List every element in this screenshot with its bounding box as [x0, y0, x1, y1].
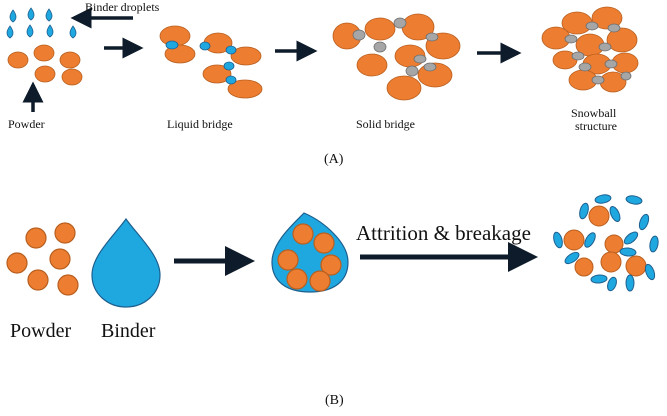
solid-bridge	[571, 51, 585, 61]
powder-particle	[386, 75, 422, 101]
powder-particle	[54, 222, 76, 244]
binder-droplet	[9, 9, 17, 23]
powder-particle	[57, 274, 79, 296]
powder-particle	[7, 51, 29, 69]
powder-particle	[286, 268, 308, 290]
solid-bridge	[585, 21, 599, 31]
panel-a-label: (A)	[324, 152, 344, 167]
powder-particles-group	[7, 44, 83, 86]
broken-fragments	[553, 194, 659, 292]
solid-bridge	[413, 54, 427, 64]
solid-bridge	[405, 65, 419, 77]
solid-bridge	[604, 59, 618, 69]
powder-particle	[33, 44, 55, 62]
solid-bridge-stage: Solid bridge	[332, 13, 461, 131]
powder-particle	[574, 257, 594, 277]
binder-droplet	[45, 8, 53, 22]
liquid-bridge	[223, 61, 235, 71]
powder-particle	[591, 6, 623, 30]
liquid-bridge	[165, 40, 179, 50]
binder-fragment	[590, 274, 608, 284]
binder-fragment	[625, 274, 635, 292]
solid-bridge	[352, 29, 366, 41]
powder-label: Powder	[8, 117, 45, 131]
snowball-structure-stage: Snowball structure	[541, 6, 639, 133]
powder-particles-group	[6, 222, 79, 296]
powder-particle	[164, 44, 196, 64]
solid-bridge	[425, 32, 439, 42]
binder-label: Binder	[101, 320, 156, 342]
powder-particle	[356, 53, 388, 77]
binder-fragment	[609, 206, 621, 222]
powder-particle	[202, 64, 232, 84]
powder-particle	[606, 27, 638, 53]
liquid-bridge	[225, 45, 237, 55]
solid-bridge	[607, 23, 621, 33]
binder-fragment	[619, 247, 637, 257]
powder-particle	[61, 68, 83, 86]
attrition-label: Attrition & breakage	[356, 221, 531, 245]
binder-fragment	[623, 231, 639, 245]
solid-bridge	[598, 42, 612, 52]
powder-particle	[364, 17, 396, 41]
powder-particle	[49, 248, 71, 270]
binder-fragment	[649, 235, 659, 253]
liquid-bridge	[199, 41, 211, 51]
binder-fragment	[644, 263, 656, 281]
liquid-bridge-stage: Liquid bridge	[159, 25, 263, 131]
solid-bridge	[373, 41, 387, 53]
stage-label-solid-bridge: Solid bridge	[356, 117, 415, 131]
powder-particle	[563, 229, 585, 251]
powder-particle	[27, 269, 49, 291]
binder-fragment	[638, 213, 650, 231]
binder-droplets-group	[6, 7, 77, 39]
solid-bridge	[620, 71, 632, 81]
powder-particle	[588, 205, 610, 227]
powder-particle	[34, 65, 56, 83]
solid-bridge	[578, 62, 592, 72]
binder-droplet	[27, 7, 35, 21]
binder-droplet	[6, 25, 14, 39]
binder-droplet	[69, 25, 77, 39]
binder-droplets-label: Binder droplets	[85, 0, 160, 14]
binder-fragment	[553, 231, 563, 249]
solid-bridge	[393, 17, 407, 29]
stage-label-snowball: Snowball	[571, 106, 617, 120]
binder-droplet	[46, 24, 54, 38]
powder-particle	[625, 255, 647, 277]
stage-label-structure: structure	[575, 119, 617, 133]
powder-particle	[230, 46, 262, 66]
binder-fragment	[594, 194, 612, 204]
solid-bridge	[564, 34, 578, 44]
wet-granule	[271, 212, 349, 293]
powder-particle	[6, 252, 28, 274]
stage-label-liquid-bridge: Liquid bridge	[167, 117, 233, 131]
powder-particle	[59, 51, 81, 69]
binder-fragment	[607, 276, 617, 292]
solid-bridge	[591, 75, 605, 85]
binder-fragment	[579, 202, 589, 220]
binder-fragment	[584, 232, 596, 248]
powder-particle	[227, 79, 263, 99]
binder-fragment	[564, 251, 580, 265]
solid-bridge	[423, 62, 437, 72]
panel-b-label: (B)	[325, 393, 344, 408]
binder-fragment	[625, 195, 643, 205]
panel-b: Powder Binder Attrition & breakage	[6, 194, 659, 408]
panel-a: Binder droplets Powder	[6, 0, 639, 167]
binder-drop	[91, 217, 161, 308]
powder-particle	[277, 249, 299, 271]
liquid-bridge	[225, 75, 237, 85]
powder-particle	[313, 232, 335, 254]
powder-particle	[25, 227, 47, 249]
powder-label: Powder	[10, 320, 71, 342]
powder-particle	[320, 254, 342, 276]
powder-particle	[292, 223, 314, 245]
powder-particle	[309, 270, 331, 292]
binder-droplet	[26, 24, 34, 38]
powder-particle	[600, 251, 622, 273]
